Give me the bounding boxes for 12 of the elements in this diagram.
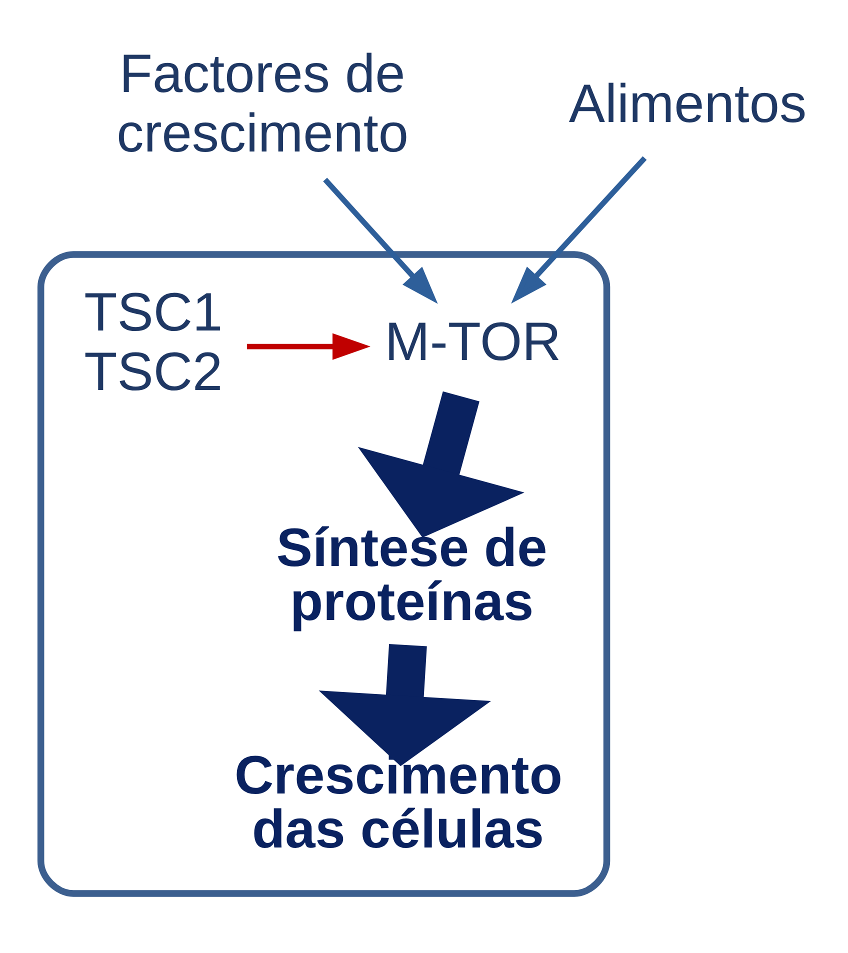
arrow <box>511 156 647 304</box>
node-text: TSC1 TSC2 <box>84 282 223 402</box>
arrow <box>318 644 492 766</box>
node-text: Crescimento das células <box>234 745 562 860</box>
node-text: Alimentos <box>568 74 807 134</box>
arrow <box>246 333 370 360</box>
node-text: M-TOR <box>384 312 562 372</box>
cluster <box>37 251 610 897</box>
node-text: Síntese de proteínas <box>276 518 548 632</box>
node-text: Factores de crescimento <box>116 44 409 164</box>
arrow <box>358 391 524 538</box>
arrow <box>323 178 438 304</box>
